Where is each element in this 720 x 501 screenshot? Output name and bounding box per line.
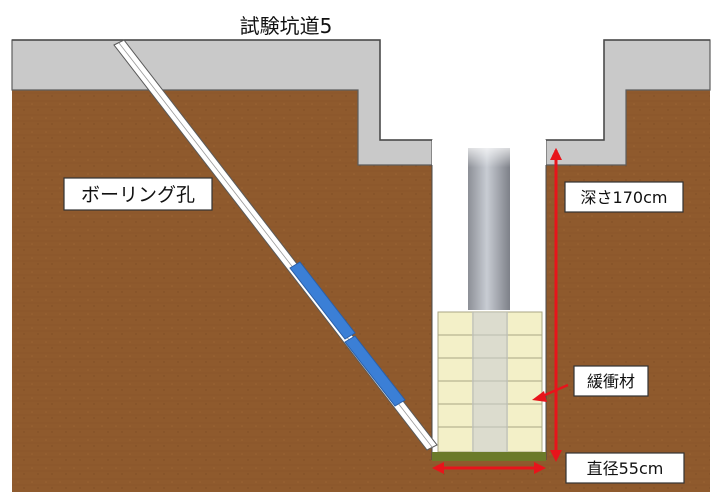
label-diameter: 直径55cm bbox=[565, 452, 685, 484]
label-buffer: 緩衝材 bbox=[573, 365, 649, 397]
diagram-title: 試験坑道5 bbox=[240, 14, 333, 38]
borehole-blue-segment-2 bbox=[344, 335, 406, 407]
borehole bbox=[113, 39, 438, 451]
label-borehole: ボーリング孔 bbox=[63, 177, 213, 211]
label-borehole-text: ボーリング孔 bbox=[81, 184, 195, 206]
label-depth: 深さ170cm bbox=[564, 181, 684, 213]
tunnel-void-outline bbox=[12, 39, 710, 141]
borehole-blue-segment-1 bbox=[289, 261, 356, 340]
canister-pillar bbox=[468, 148, 510, 452]
label-diameter-text: 直径55cm bbox=[587, 459, 664, 478]
label-depth-text: 深さ170cm bbox=[581, 188, 668, 207]
base-plate bbox=[432, 452, 546, 461]
label-buffer-text: 緩衝材 bbox=[587, 372, 635, 391]
